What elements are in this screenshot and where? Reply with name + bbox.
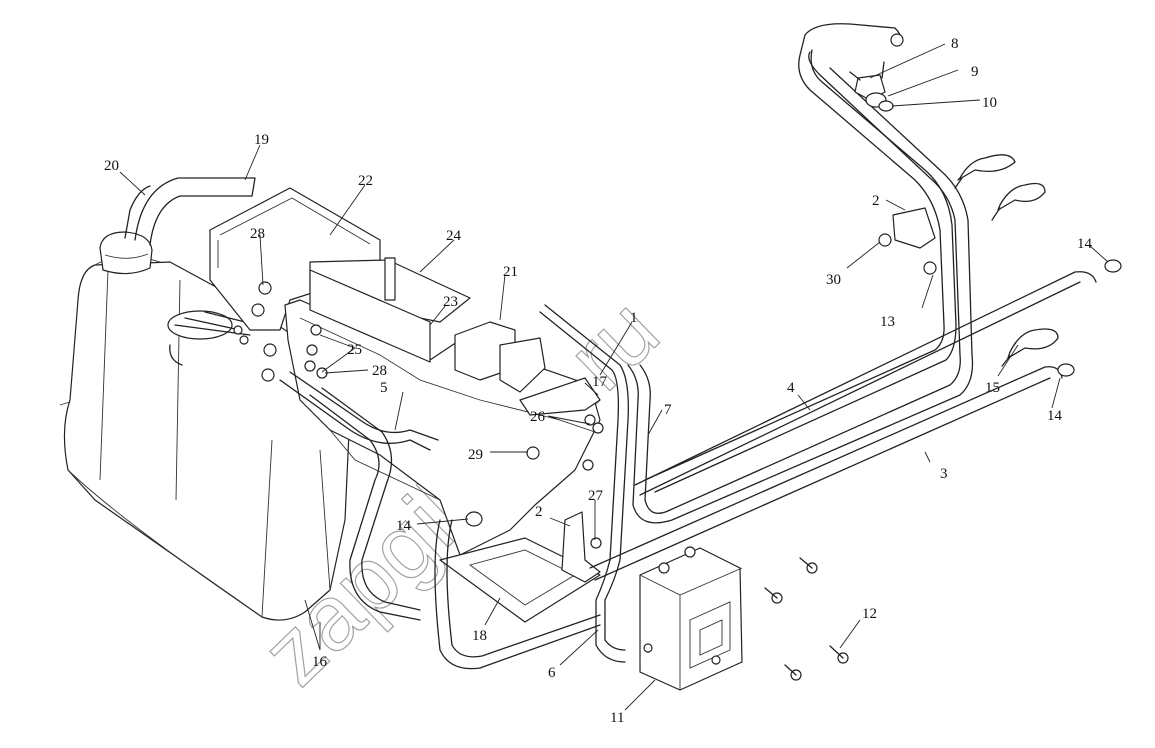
callout-15: 15 <box>985 380 1000 396</box>
clamp-14-right-top <box>1104 259 1122 273</box>
cable-tie-15b <box>991 182 1046 221</box>
bracket-17 <box>519 377 601 416</box>
callout-28b: 28 <box>372 363 387 379</box>
callout-23: 23 <box>443 294 458 310</box>
bracket-2-right <box>892 207 936 249</box>
strap-19 <box>124 177 256 246</box>
leader-lines <box>119 43 1109 711</box>
pump-assembly <box>167 310 251 366</box>
cable-tie-15c <box>1001 328 1059 367</box>
callout-13: 13 <box>880 314 895 330</box>
clamp-14-left <box>465 511 483 527</box>
callout-4: 4 <box>787 380 795 396</box>
callout-30: 30 <box>826 272 841 288</box>
pipe-1 <box>539 304 629 663</box>
callout-7: 7 <box>664 402 672 418</box>
callout-11: 11 <box>610 710 624 726</box>
callout-19: 19 <box>254 132 269 148</box>
callout-18: 18 <box>472 628 487 644</box>
clamp-14-right <box>1057 363 1075 377</box>
callout-25: 25 <box>347 342 362 358</box>
callouts: 1 2 2 3 4 5 6 7 8 9 10 11 12 13 14 14 14… <box>104 36 1093 726</box>
callout-29: 29 <box>468 447 483 463</box>
callout-21: 21 <box>503 264 518 280</box>
bracket-2-left <box>561 511 601 583</box>
callout-2a: 2 <box>872 193 880 209</box>
callout-14b: 14 <box>1047 408 1063 424</box>
cover-21 <box>454 321 546 393</box>
pipe-left-lower <box>309 387 421 621</box>
callout-3: 3 <box>940 466 948 482</box>
callout-2b: 2 <box>535 504 543 520</box>
callout-5: 5 <box>380 380 388 396</box>
box-24 <box>309 257 471 323</box>
pipe-5 <box>279 371 439 451</box>
cable-tie-15a <box>954 154 1016 189</box>
callout-6: 6 <box>548 665 556 681</box>
callout-28a: 28 <box>250 226 265 242</box>
pipe-6 <box>434 519 601 670</box>
callout-16: 16 <box>312 654 328 670</box>
callout-1: 1 <box>630 310 638 326</box>
pipe-main-long <box>644 23 957 493</box>
filler-cap-20 <box>99 231 153 275</box>
callout-24: 24 <box>446 228 462 244</box>
fasteners <box>251 233 937 681</box>
callout-27: 27 <box>588 488 604 504</box>
fitting-8-9-10 <box>849 33 904 112</box>
callout-12: 12 <box>862 606 877 622</box>
callout-22: 22 <box>358 173 373 189</box>
callout-14c: 14 <box>396 518 412 534</box>
callout-14a: 14 <box>1077 236 1093 252</box>
ecu-11 <box>639 546 743 691</box>
callout-9: 9 <box>971 64 979 80</box>
plate-23 <box>309 269 431 363</box>
pipe-7 <box>627 51 974 524</box>
callout-26: 26 <box>530 409 546 425</box>
callout-17: 17 <box>592 374 608 390</box>
callout-8: 8 <box>951 36 959 52</box>
callout-10: 10 <box>982 95 997 111</box>
pipe-4 <box>634 271 1097 496</box>
callout-20: 20 <box>104 158 119 174</box>
